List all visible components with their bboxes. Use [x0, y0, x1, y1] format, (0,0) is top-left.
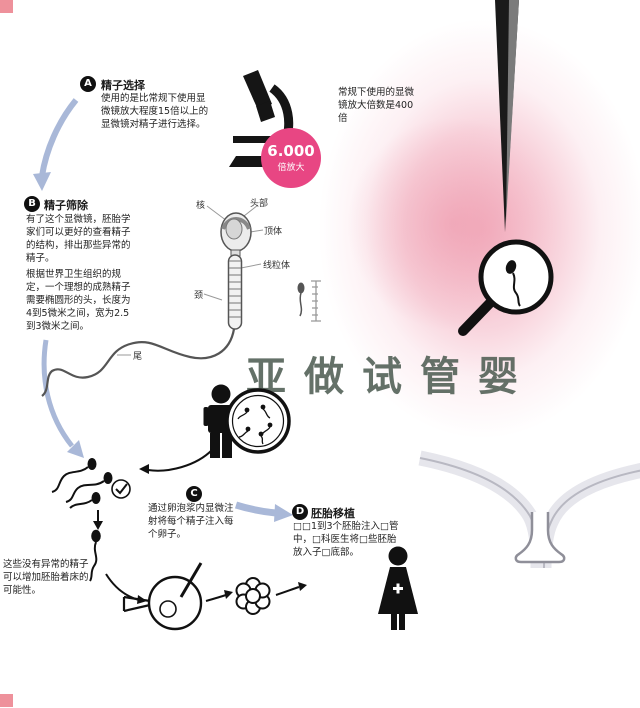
uterus-illustration-icon	[418, 450, 640, 569]
corner-mark-top	[0, 0, 13, 13]
step-b-title: 精子筛除	[44, 199, 88, 212]
magnification-unit: 倍放大	[277, 162, 305, 173]
egg-cell-illustration	[310, 8, 640, 478]
petri-dish-icon	[225, 388, 291, 454]
label-acrosome: 顶体	[264, 227, 283, 237]
injection-needle-icon	[495, 0, 519, 232]
magnifier-sperm-icon	[458, 239, 554, 336]
arrow-c-to-d-icon	[234, 501, 293, 522]
arrow-b-to-cluster-icon	[41, 339, 84, 458]
embryo-morula-icon	[235, 577, 271, 615]
step-d-badge: D	[292, 504, 308, 520]
label-neck: 颈	[194, 291, 204, 301]
step-a-badge: A	[80, 76, 96, 92]
label-nucleus: 核	[196, 201, 206, 211]
magnification-badge: 6.000 倍放大	[261, 128, 321, 188]
label-head: 头部	[250, 199, 269, 209]
step-d-title: 胚胎移植	[311, 507, 355, 520]
step-b-body-1: 有了这个显微镜，胚胎学家们可以更好的查看精子的结构，排出那些异常的精子。	[26, 214, 131, 265]
bottom-left-note: 这些没有异常的精子可以增加胚胎着床的可能性。	[3, 559, 89, 597]
corner-mark-bottom	[0, 694, 13, 707]
step-b-badge: B	[24, 196, 40, 212]
step-a-title: 精子选择	[101, 79, 145, 92]
label-tail: 尾	[133, 352, 143, 362]
watermark-text: 亚做试管婴	[246, 354, 536, 400]
step-b-body-2: 根据世界卫生组织的规定，一个理想的成熟精子需要椭圆形的头，长度为4到5微米之间，…	[26, 269, 131, 333]
step-a-body: 使用的是比常规下使用显微镜放大程度15倍以上的显微镜对精子进行选择。	[101, 93, 209, 131]
step-c-body: 通过卵泡浆内显微注射将每个精子注入每个卵子。	[148, 503, 234, 541]
sperm-cluster-icon	[51, 458, 131, 509]
step-c-badge: C	[186, 486, 202, 502]
microscope-note: 常规下使用的显微镜放大倍数是400倍	[338, 87, 415, 125]
label-mitochondria: 线粒体	[263, 261, 291, 271]
flow-arrows-icon	[93, 449, 307, 604]
arrow-a-to-b-icon	[33, 98, 79, 191]
sperm-diagram-icon	[41, 204, 321, 397]
step-d-body: □□1到3个胚胎注入□管中，□科医生将□些胚胎放入子□底部。	[293, 521, 399, 559]
female-figure-icon	[378, 546, 418, 630]
single-sperm-icon	[89, 529, 101, 582]
magnification-value: 6.000	[267, 142, 315, 161]
egg-injection-icon	[122, 562, 203, 631]
